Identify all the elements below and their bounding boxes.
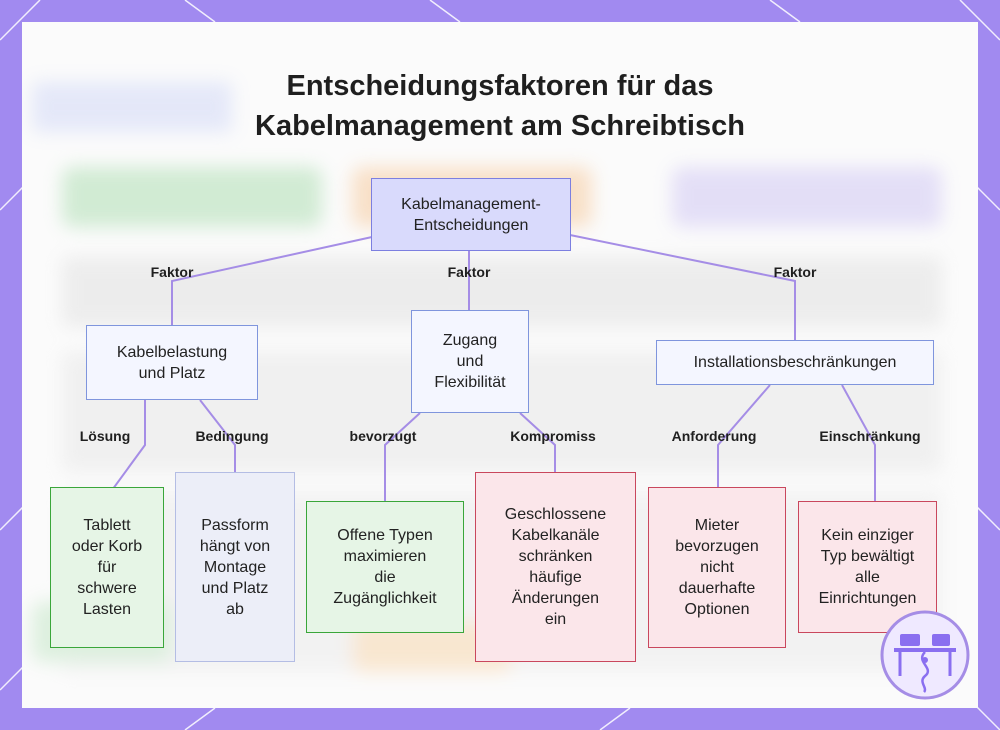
- edge-root-factor3: [569, 234, 796, 340]
- desk-cable-icon: [880, 610, 970, 700]
- node-line: Montage: [203, 558, 267, 576]
- node-line: alle: [855, 569, 880, 586]
- node-line: Kabelbelastung: [116, 343, 228, 361]
- node-line: Installationsbeschränkungen: [693, 354, 897, 371]
- leaf-node-tenants: Mieter bevorzugen nicht dauerhafte Optio…: [648, 487, 786, 648]
- node-line: Kein einziger: [821, 527, 914, 544]
- node-line: nicht: [700, 559, 734, 576]
- edge-label-bevorzugt: bevorzugt: [349, 428, 417, 444]
- node-line: hängt von: [199, 537, 271, 555]
- edge-factor2-leaf3: [384, 412, 421, 501]
- edge-factor3-leaf6: [841, 384, 876, 501]
- node-line: Geschlossene: [504, 506, 607, 523]
- node-line: häufige: [529, 569, 582, 586]
- leaf-node-fit: Passform hängt von Montage und Platz ab: [175, 472, 295, 662]
- edge-factor1-leaf2: [199, 399, 236, 472]
- factor-node-installation: Installationsbeschränkungen: [656, 340, 934, 385]
- node-line: und Platz: [201, 579, 269, 597]
- root-line: Kabelmanagement-: [401, 195, 541, 213]
- node-line: schränken: [518, 548, 593, 565]
- node-line: für: [97, 559, 117, 576]
- node-line: Optionen: [684, 601, 750, 618]
- node-line: die: [374, 569, 396, 586]
- leaf-node-closed-channels: Geschlossene Kabelkanäle schränken häufi…: [475, 472, 636, 662]
- node-line: Lasten: [82, 601, 132, 618]
- root-line: Entscheidungen: [413, 216, 529, 234]
- edge-label-faktor: Faktor: [773, 264, 817, 280]
- edge-label-anforderung: Anforderung: [671, 428, 757, 444]
- node-line: Flexibilität: [434, 374, 506, 391]
- edge-label-kompromiss: Kompromiss: [510, 428, 596, 444]
- node-line: und Platz: [138, 364, 206, 382]
- edge-label-bedingung: Bedingung: [195, 428, 269, 444]
- edge-factor1-leaf1: [106, 400, 146, 498]
- node-line: Zugänglichkeit: [333, 590, 437, 607]
- edge-label-faktor: Faktor: [150, 264, 194, 280]
- node-line: Mieter: [694, 517, 740, 534]
- edge-root-factor1: [171, 236, 373, 325]
- node-line: oder Korb: [71, 538, 143, 555]
- edge-factor2-leaf4: [519, 412, 556, 472]
- node-line: Zugang: [442, 332, 498, 349]
- node-line: ab: [226, 600, 244, 618]
- factor-node-cable-load: Kabelbelastung und Platz: [86, 325, 258, 400]
- node-line: maximieren: [343, 548, 427, 565]
- factor-node-access: Zugang und Flexibilität: [411, 310, 529, 413]
- leaf-node-no-single-type: Kein einziger Typ bewältigt alle Einrich…: [798, 501, 937, 633]
- node-line: Änderungen: [511, 590, 600, 607]
- leaf-node-open-types: Offene Typen maximieren die Zugänglichke…: [306, 501, 464, 633]
- root-node: Kabelmanagement- Entscheidungen: [371, 178, 571, 251]
- edge-label-einschraenkung: Einschränkung: [819, 428, 921, 444]
- node-line: dauerhafte: [678, 580, 756, 597]
- edge-label-faktor: Faktor: [447, 264, 491, 280]
- node-line: Einrichtungen: [818, 590, 917, 607]
- node-line: Offene Typen: [337, 527, 433, 544]
- leaf-node-tray: Tablett oder Korb für schwere Lasten: [50, 487, 164, 648]
- node-line: Kabelkanäle: [511, 527, 600, 544]
- node-line: schwere: [77, 580, 137, 597]
- edge-factor3-leaf5: [717, 384, 771, 487]
- node-line: Typ bewältigt: [820, 548, 915, 565]
- node-line: Tablett: [83, 517, 131, 534]
- node-line: ein: [544, 611, 567, 628]
- diagram-title: Entscheidungsfaktoren für das Kabelmanag…: [22, 66, 978, 146]
- title-line-1: Entscheidungsfaktoren für das: [286, 70, 714, 102]
- node-line: Passform: [201, 516, 269, 534]
- node-line: und: [456, 353, 484, 370]
- title-line-2: Kabelmanagement am Schreibtisch: [255, 110, 745, 142]
- edge-label-loesung: Lösung: [79, 428, 131, 444]
- node-line: bevorzugen: [675, 538, 759, 555]
